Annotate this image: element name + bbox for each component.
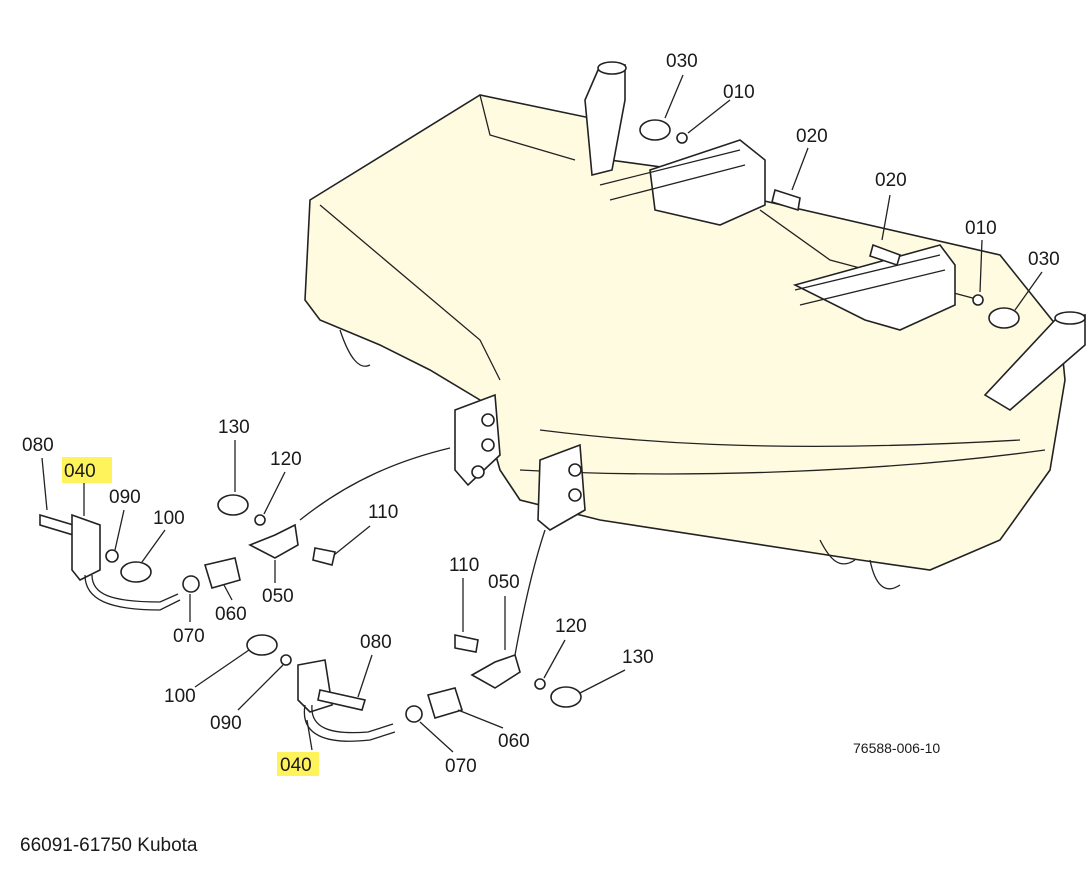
- label-070-a: 070: [173, 626, 205, 647]
- label-030-a: 030: [666, 51, 698, 72]
- front-left-hitch: [454, 393, 501, 487]
- label-070-b: 070: [445, 756, 477, 777]
- label-110-a: 110: [368, 502, 398, 523]
- label-090-b: 090: [210, 713, 242, 734]
- label-050-b: 050: [488, 572, 520, 593]
- label-060-b: 060: [498, 731, 530, 752]
- label-110-b: 110: [449, 555, 479, 576]
- label-130-a: 130: [218, 417, 250, 438]
- washer-010-b: [972, 294, 984, 306]
- left-pivot-post: [584, 61, 627, 177]
- right-pivot-post: [983, 311, 1086, 411]
- highlight-040-a: [62, 457, 112, 483]
- label-040-b: 040: [280, 755, 312, 776]
- leader-lines: [41, 74, 1043, 753]
- part-labels: 030 010 020 020 010 030 130 120 110 080 …: [22, 51, 1060, 777]
- label-090-a: 090: [109, 487, 141, 508]
- label-130-b: 130: [622, 647, 654, 668]
- highlight-040-b: [277, 752, 319, 776]
- rear-bracket: [599, 139, 956, 331]
- pin-020-a: [771, 188, 801, 212]
- connection-line-left: [299, 447, 451, 521]
- right-link-assembly: [246, 634, 582, 742]
- label-120-a: 120: [270, 449, 302, 470]
- left-link-assembly: [39, 494, 336, 611]
- label-120-b: 120: [555, 616, 587, 637]
- label-030-b: 030: [1028, 249, 1060, 270]
- label-010-b: 010: [965, 218, 997, 239]
- washer-030-a: [639, 119, 671, 141]
- label-060-a: 060: [215, 604, 247, 625]
- washer-030-b: [988, 307, 1020, 329]
- washer-010-a: [676, 132, 688, 144]
- label-020-b: 020: [875, 170, 907, 191]
- label-100-a: 100: [153, 508, 185, 529]
- reference-code: 76588-006-10: [853, 740, 940, 756]
- label-100-b: 100: [164, 686, 196, 707]
- label-080-b: 080: [360, 632, 392, 653]
- label-020-a: 020: [796, 126, 828, 147]
- label-040-a: 040: [64, 461, 96, 482]
- label-050-a: 050: [262, 586, 294, 607]
- label-010-a: 010: [723, 82, 755, 103]
- label-080-a: 080: [22, 435, 54, 456]
- pin-020-b: [869, 243, 901, 267]
- front-right-hitch: [537, 443, 586, 531]
- connection-line-right: [514, 529, 546, 656]
- part-caption: 66091-61750 Kubota: [20, 835, 198, 856]
